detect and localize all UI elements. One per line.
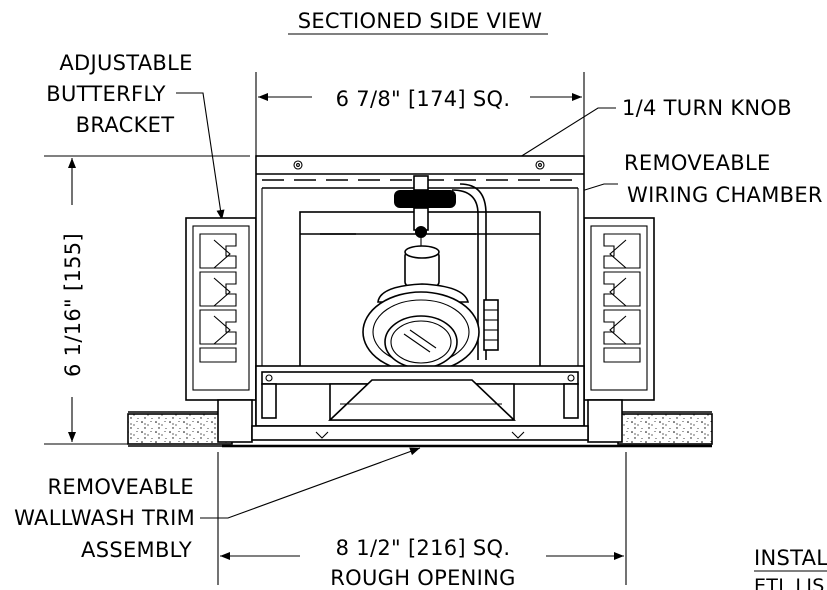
leader-butterfly: [176, 92, 225, 221]
wallwash-trim: [222, 365, 712, 448]
butterfly-label-line1: ADJUSTABLE: [59, 51, 192, 75]
chamber-label-line2: WIRING CHAMBER: [627, 183, 823, 207]
rough-opening-label: ROUGH OPENING: [330, 566, 515, 590]
right-butterfly-bracket: [583, 217, 655, 443]
trim-label-line3: ASSEMBLY: [81, 538, 192, 562]
install-heading: INSTAL: [754, 546, 827, 570]
leader-trim: [200, 447, 421, 519]
trim-label-line1: REMOVEABLE: [47, 475, 194, 499]
butterfly-label-line3: BRACKET: [76, 113, 175, 137]
knob-label: 1/4 TURN KNOB: [622, 96, 792, 120]
lamp-assembly: [362, 245, 480, 373]
quarter-turn-knob: [394, 175, 456, 250]
chamber-label-line1: REMOVEABLE: [624, 151, 771, 175]
trim-label-line2: WALLWASH TRIM: [14, 506, 195, 530]
support-arm: [451, 183, 499, 360]
view-title: SECTIONED SIDE VIEW: [298, 9, 543, 33]
top-dimension-label: 6 7/8" [174] SQ.: [336, 87, 511, 111]
install-subheading: ETL LIS: [754, 575, 825, 590]
butterfly-label-line2: BUTTERFLY: [46, 82, 165, 106]
top-dimension: [255, 72, 585, 160]
height-dimension-label: 6 1/16" [155]: [61, 233, 85, 377]
bottom-dimension: [217, 452, 627, 585]
left-butterfly-bracket: [185, 217, 257, 443]
bottom-dimension-label: 8 1/2" [216] SQ.: [336, 536, 511, 560]
